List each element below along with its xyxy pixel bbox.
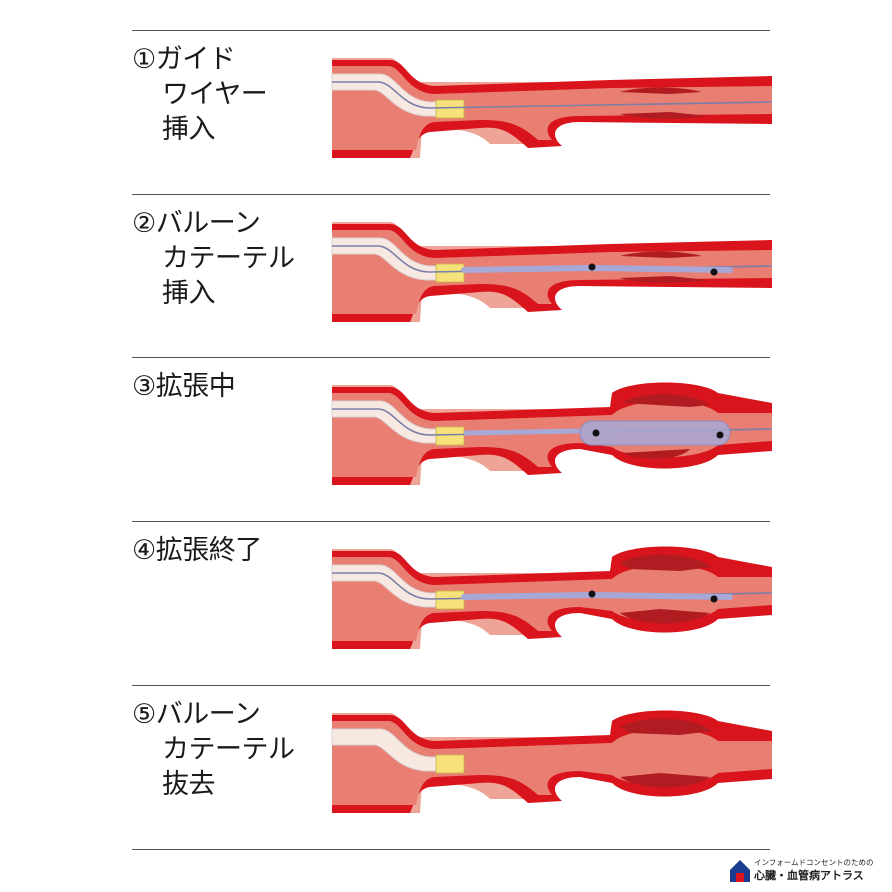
guide-wire — [332, 408, 773, 436]
vessel-illustration — [331, 710, 772, 813]
marker-dot-distal — [710, 595, 718, 603]
marker-dot-distal — [716, 431, 724, 439]
plaque-top — [620, 251, 702, 258]
step-number: ⑤ — [132, 699, 156, 730]
step-number: ③ — [132, 371, 156, 402]
divider-6 — [132, 849, 770, 850]
step-label-line: 挿入 — [162, 278, 216, 309]
atlas-logo-icon — [730, 860, 750, 882]
step-3: ③拡張中 — [132, 363, 773, 523]
inflated-balloon — [579, 420, 731, 446]
step-label: ②バルーンカテーテル挿入 — [132, 206, 295, 311]
vessel-illustration — [331, 58, 773, 158]
footer-credit: インフォームドコンセントのための 心臓・血管病アトラス — [730, 858, 890, 886]
plaque-bottom — [620, 112, 708, 119]
step-5: ⑤バルーンカテーテル抜去 — [132, 691, 772, 851]
divider-3 — [132, 357, 770, 358]
vessel-illustration — [331, 382, 773, 485]
guide-wire — [332, 81, 773, 109]
step-label: ⑤バルーンカテーテル抜去 — [132, 697, 295, 802]
step-label: ①ガイドワイヤー挿入 — [132, 42, 268, 147]
step-number: ④ — [132, 535, 156, 566]
balloon-catheter — [461, 264, 733, 273]
step-number: ② — [132, 208, 156, 239]
marker-dot-proximal — [588, 263, 596, 271]
step-label-line: バルーン — [155, 699, 261, 730]
step-label-line: カテーテル — [162, 734, 295, 765]
balloon-catheter — [463, 428, 581, 436]
plaque-bottom — [620, 276, 708, 283]
footer-brand: 心臓・血管病アトラス — [754, 869, 864, 882]
footer-tagline: インフォームドコンセントのための — [754, 858, 874, 867]
step-4: ④拡張終了 — [132, 527, 773, 687]
step-label-line: ワイヤー — [162, 79, 268, 110]
plaque-bottom — [620, 609, 710, 624]
step-2: ②バルーンカテーテル挿入 — [132, 200, 773, 360]
divider-4 — [132, 521, 770, 522]
step-label-line: 拡張終了 — [155, 535, 263, 566]
vessel-lumen — [332, 230, 772, 314]
step-label: ④拡張終了 — [132, 533, 262, 568]
divider-1 — [132, 30, 770, 31]
step-label-line: カテーテル — [162, 243, 295, 274]
plaque-top — [622, 394, 710, 407]
step-label-line: ガイド — [155, 44, 236, 75]
divider-5 — [132, 685, 770, 686]
plaque-top — [620, 554, 712, 571]
balloon-catheter — [461, 591, 733, 600]
guide-wire — [332, 572, 773, 600]
marker-band — [435, 99, 465, 119]
marker-dot-proximal — [588, 590, 596, 598]
plaque-bottom — [622, 449, 690, 459]
plaque-top — [620, 87, 702, 94]
marker-dot-proximal — [592, 429, 600, 437]
step-label-line: 挿入 — [162, 114, 216, 145]
marker-band — [435, 590, 465, 610]
step-label-line: バルーン — [155, 208, 261, 239]
plaque-bottom — [620, 773, 710, 788]
marker-band — [435, 754, 465, 774]
vessel-illustration — [331, 222, 773, 322]
step-1: ①ガイドワイヤー挿入 — [132, 36, 773, 196]
divider-2 — [132, 194, 770, 195]
step-number: ① — [132, 44, 156, 75]
marker-dot-distal — [710, 268, 718, 276]
step-label-line: 拡張中 — [155, 371, 236, 402]
marker-band — [435, 263, 465, 283]
step-label-line: 抜去 — [162, 769, 216, 800]
plaque-top — [620, 718, 712, 735]
guide-wire — [332, 245, 773, 273]
marker-band — [435, 426, 465, 446]
vessel-lumen — [332, 66, 772, 150]
step-label: ③拡張中 — [132, 369, 236, 404]
vessel-illustration — [331, 546, 773, 649]
